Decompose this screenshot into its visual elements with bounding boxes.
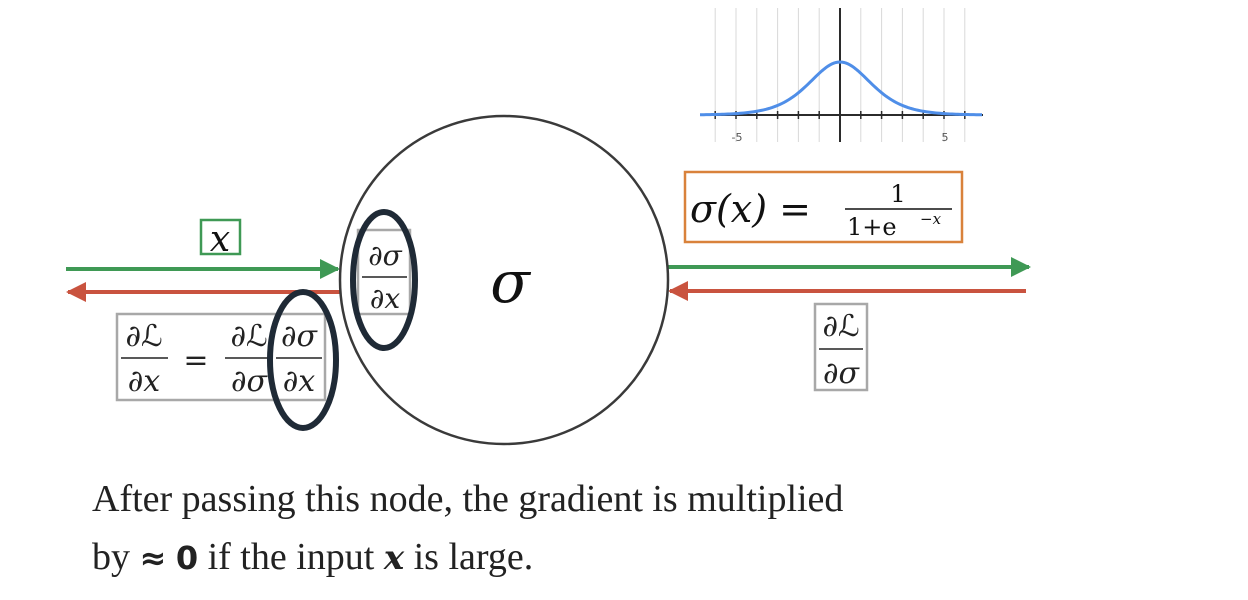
chain-rule-equals: = xyxy=(183,343,208,378)
sigmoid-formula: σ(x) = 1 1+e −x xyxy=(683,170,964,244)
caption: After passing this node, the gradient is… xyxy=(92,470,1192,587)
chain-rule-r2-denominator: ∂x xyxy=(283,364,316,399)
sigmoid-formula-numerator: 1 xyxy=(890,180,905,208)
local-gradient-numerator: ∂σ xyxy=(368,239,402,272)
input-x-label: 𝑥 xyxy=(210,219,230,260)
chain-rule-lhs-denominator: ∂x xyxy=(128,364,161,399)
upstream-gradient-denominator: ∂σ xyxy=(823,356,861,391)
input-x-box xyxy=(199,218,242,256)
caption-if-input: if the input xyxy=(207,536,375,578)
caption-is-large: is large. xyxy=(413,536,534,578)
sigmoid-formula-lhs: σ(x) = xyxy=(690,187,811,231)
sigmoid-node-symbol: σ xyxy=(490,248,531,316)
caption-by: by xyxy=(92,536,130,578)
plot-tick-label-neg5: -5 xyxy=(732,131,743,144)
plot-tick-label-5: 5 xyxy=(942,131,949,144)
chain-rule-r2-numerator: ∂σ xyxy=(281,319,319,354)
upstream-gradient: ∂ℒ ∂σ xyxy=(813,302,869,392)
caption-line-2: by ≈ 0 if the input x is large. xyxy=(92,528,1192,587)
local-gradient-denominator: ∂x xyxy=(370,282,400,315)
sigmoid-formula-denominator: 1+e xyxy=(847,213,897,241)
input-x: 𝑥 xyxy=(199,218,242,260)
sigmoid-derivative-curve xyxy=(699,60,983,117)
chain-rule-r1-numerator: ∂ℒ xyxy=(230,319,267,354)
chain-rule-lhs-numerator: ∂ℒ xyxy=(125,319,162,354)
caption-line-1: After passing this node, the gradient is… xyxy=(92,478,844,520)
local-gradient-highlight-ellipse xyxy=(350,209,418,351)
caption-x: x xyxy=(383,538,405,578)
sigmoid-node xyxy=(338,114,670,446)
upstream-gradient-box xyxy=(813,302,869,392)
sigmoid-derivative-plot: -5 5 xyxy=(699,8,983,144)
chain-rule-box xyxy=(115,312,327,402)
chain-rule-r1-denominator: ∂σ xyxy=(231,364,269,399)
sigmoid-formula-exponent: −x xyxy=(920,210,942,228)
local-gradient: ∂σ ∂x xyxy=(350,209,418,351)
local-gradient-box xyxy=(356,228,412,316)
chain-rule-equation: ∂ℒ ∂x = ∂ℒ ∂σ ∂σ ∂x xyxy=(115,289,339,431)
upstream-gradient-numerator: ∂ℒ xyxy=(822,309,859,344)
caption-approx: ≈ xyxy=(139,539,167,577)
caption-zero: 0 xyxy=(175,539,199,577)
sigmoid-formula-box xyxy=(683,170,964,244)
chain-rule-highlight-ellipse xyxy=(267,289,339,431)
